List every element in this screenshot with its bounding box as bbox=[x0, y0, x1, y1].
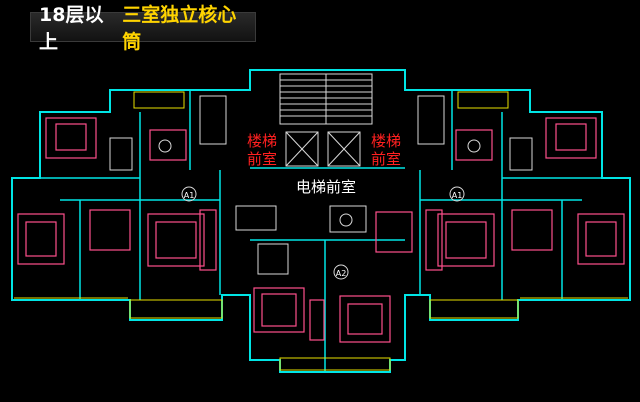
balcony-lines bbox=[14, 91, 628, 371]
stair-hall-left-line1: 楼梯 bbox=[247, 132, 277, 150]
elevator-shafts bbox=[285, 131, 361, 167]
title-highlight: 三室独立核心筒 bbox=[122, 4, 237, 53]
elevator-hall-label: 电梯前室 bbox=[296, 178, 356, 196]
interior-walls bbox=[40, 90, 602, 372]
stair-hall-right-line1: 楼梯 bbox=[371, 132, 401, 150]
unit-label-a1-left: A1 bbox=[184, 191, 195, 200]
unit-label-a1-right: A1 bbox=[452, 191, 463, 200]
stair-hall-right-line2: 前室 bbox=[371, 150, 401, 168]
title-prefix: 18层以上 bbox=[39, 4, 104, 53]
stairs bbox=[279, 73, 373, 125]
outer-walls bbox=[11, 69, 631, 373]
unit-label-a2: A2 bbox=[336, 269, 347, 278]
fixtures bbox=[109, 95, 533, 275]
stair-hall-left-line2: 前室 bbox=[247, 150, 277, 168]
furniture bbox=[17, 117, 625, 343]
unit-markers bbox=[181, 186, 465, 280]
title-bar: 18层以上 三室独立核心筒 bbox=[30, 4, 256, 53]
